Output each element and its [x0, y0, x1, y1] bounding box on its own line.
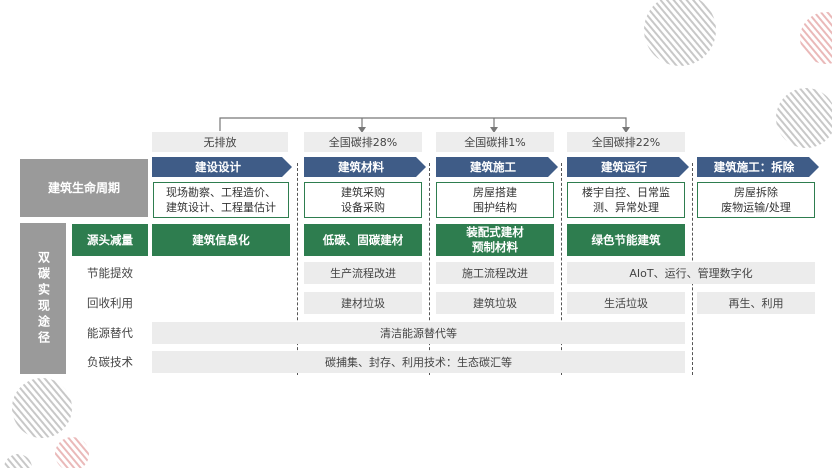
path-label-energy-efficiency: 节能提效	[87, 265, 133, 280]
efficiency-materials: 生产流程改进	[304, 262, 422, 284]
task-design: 现场勘察、工程造价、 建筑设计、工程量估计	[153, 182, 289, 218]
deco-circle-bottom-pink	[55, 437, 89, 468]
deco-circle-top-gray	[644, 0, 716, 66]
energy-substitution-bar: 清洁能源替代等	[152, 322, 685, 344]
stage-operation: 建筑运行	[567, 157, 689, 177]
dual-carbon-label-text: 双碳实现途径	[36, 250, 51, 347]
dual-carbon-label: 双碳实现途径	[20, 223, 66, 374]
deco-circle-bottom-gray-small	[4, 454, 32, 468]
source-construction: 装配式建材 预制材料	[436, 224, 554, 256]
task-operation: 楼宇自控、日常监 测、异常处理	[567, 182, 685, 218]
column-divider-3	[561, 163, 562, 375]
emission-design: 无排放	[152, 132, 288, 152]
source-materials: 低碳、固碳建材	[304, 224, 422, 256]
path-label-energy-substitution: 能源替代	[87, 325, 133, 340]
deco-circle-right-gray	[776, 88, 832, 148]
stage-construction: 建筑施工	[436, 157, 558, 177]
efficiency-operation-demolition: AIoT、运行、管理数字化	[567, 262, 815, 284]
stage-materials: 建筑材料	[304, 157, 426, 177]
task-materials: 建筑采购 设备采购	[304, 182, 422, 218]
emission-operation: 全国碳排22%	[567, 132, 685, 152]
recycling-construction: 建筑垃圾	[436, 292, 554, 314]
recycling-demolition: 再生、利用	[697, 292, 815, 314]
task-construction: 房屋搭建 围护结构	[436, 182, 554, 218]
negative-carbon-bar: 碳捕集、封存、利用技术：生态碳汇等	[152, 351, 685, 373]
path-label-source-reduction: 源头减量	[72, 224, 148, 256]
lifecycle-label: 建筑生命周期	[20, 159, 148, 217]
task-demolition: 房屋拆除 废物运输/处理	[697, 182, 815, 218]
source-design: 建筑信息化	[152, 224, 290, 256]
emission-materials: 全国碳排28%	[304, 132, 422, 152]
recycling-operation: 生活垃圾	[567, 292, 685, 314]
column-divider-1	[297, 163, 298, 375]
path-label-recycling: 回收利用	[87, 295, 133, 310]
source-operation: 绿色节能建筑	[567, 224, 685, 256]
efficiency-construction: 施工流程改进	[436, 262, 554, 284]
column-divider-2	[429, 163, 430, 375]
emission-construction: 全国碳排1%	[436, 132, 554, 152]
recycling-materials: 建材垃圾	[304, 292, 422, 314]
deco-circle-top-pink	[800, 12, 832, 64]
deco-circle-bottom-gray	[12, 378, 72, 438]
path-label-negative-carbon: 负碳技术	[87, 354, 133, 369]
stage-demolition: 建筑施工：拆除	[697, 157, 819, 177]
stage-design: 建设设计	[152, 157, 292, 177]
